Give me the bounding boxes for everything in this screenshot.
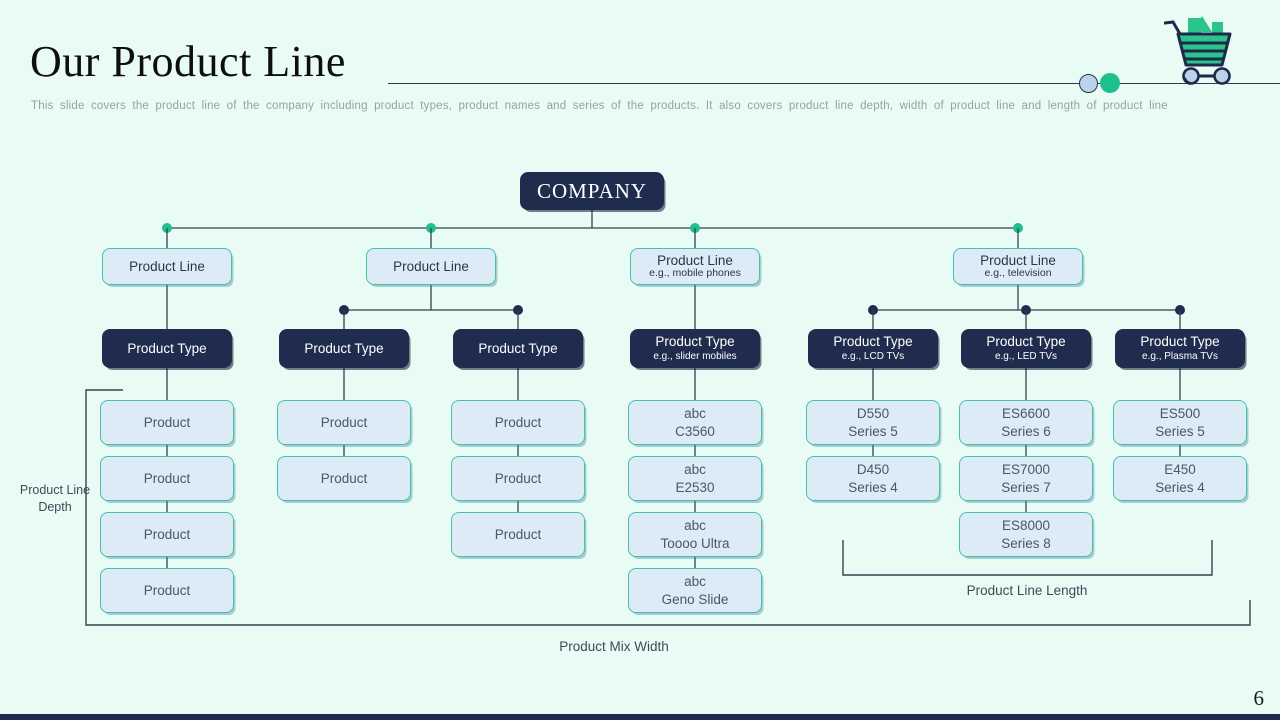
product-type-node-label: Product Type — [655, 334, 735, 350]
product-node: Product — [100, 512, 234, 557]
product-node-label: abc — [684, 405, 706, 421]
product-line-node: Product Line — [366, 248, 496, 285]
product-node-label: Series 4 — [848, 479, 898, 495]
title-rule — [388, 83, 1280, 84]
product-node-label: Toooo Ultra — [660, 535, 730, 551]
product-line-node-label: e.g., mobile phones — [649, 267, 741, 280]
product-node-label: Series 6 — [1001, 423, 1051, 439]
product-type-node-label: Product Type — [478, 340, 558, 356]
product-node-label: D550 — [856, 405, 890, 421]
company-node: COMPANY — [520, 172, 664, 210]
product-type-node-label: Product Type — [986, 334, 1066, 350]
product-node-label: D450 — [856, 461, 890, 477]
product-node: Product — [277, 456, 411, 501]
page-number: 6 — [1253, 686, 1265, 710]
product-node-label: Product — [143, 414, 191, 430]
product-node-label: abc — [684, 517, 706, 533]
depth-label: Product Line Depth — [19, 483, 91, 514]
product-node-label: abc — [684, 573, 706, 589]
product-type-node-label: Product Type — [1140, 334, 1220, 350]
product-node-label: ES8000 — [1001, 517, 1051, 533]
product-type-node-label: Product Type — [127, 340, 207, 356]
product-node: Product — [451, 512, 585, 557]
footer-bar — [0, 714, 1280, 720]
product-line-node-label: Product Line — [129, 259, 205, 274]
product-node-label: E2530 — [675, 479, 715, 495]
product-type-node-label: Product Type — [304, 340, 384, 356]
product-node: Product — [100, 456, 234, 501]
product-line-node-label: e.g., television — [984, 267, 1052, 280]
product-node-label: ES500 — [1159, 405, 1201, 421]
product-node-label: ES6600 — [1001, 405, 1051, 421]
rule-dot-blue-icon — [1079, 74, 1098, 93]
product-type-node-label: e.g., LED TVs — [994, 351, 1058, 362]
product-line-node-label: Product Line — [980, 253, 1056, 269]
product-node-label: Series 5 — [848, 423, 898, 439]
product-node-label: E450 — [1164, 461, 1196, 477]
product-node-label: Product — [320, 414, 368, 430]
product-type-node: Product Type — [453, 329, 583, 368]
product-node-label: C3560 — [675, 423, 715, 439]
product-type-node-label: e.g., LCD TVs — [841, 351, 905, 362]
product-node-label: Product — [143, 582, 191, 598]
product-node-label: Product — [494, 526, 542, 542]
line-length-label: Product Line Length — [966, 583, 1088, 598]
product-line-node-label: Product Line — [657, 253, 733, 269]
slide-subtitle: This slide covers the product line of th… — [31, 100, 1168, 112]
product-node-label: Product — [143, 526, 191, 542]
product-type-node-label: Product Type — [833, 334, 913, 350]
product-node: Product — [451, 456, 585, 501]
product-type-node-label: e.g., Plasma TVs — [1142, 351, 1218, 362]
product-node: Product — [100, 400, 234, 445]
product-node: Product — [451, 400, 585, 445]
product-type-node: Product Type — [279, 329, 409, 368]
product-node-label: Product — [494, 414, 542, 430]
product-node: Product — [100, 568, 234, 613]
product-node-label: Product — [494, 470, 542, 486]
mix-width-label: Product Mix Width — [559, 639, 669, 654]
product-node: Product — [277, 400, 411, 445]
rule-dot-green-icon — [1100, 73, 1120, 93]
product-node-label: Product — [320, 470, 368, 486]
product-type-node: Product Type — [102, 329, 232, 368]
product-node-label: Series 7 — [1001, 479, 1051, 495]
product-node-label: Product — [143, 470, 191, 486]
product-line-node: Product Line — [102, 248, 232, 285]
product-node-label: Geno Slide — [661, 591, 729, 607]
product-node-label: Series 4 — [1155, 479, 1205, 495]
shopping-cart-icon — [1164, 16, 1232, 85]
product-node-label: ES7000 — [1001, 461, 1051, 477]
product-node-label: Series 8 — [1001, 535, 1051, 551]
product-node-label: abc — [684, 461, 706, 477]
product-type-node-label: e.g., slider mobiles — [653, 351, 737, 362]
page-title: Our Product Line — [30, 37, 346, 86]
product-node-label: Series 5 — [1155, 423, 1205, 439]
product-line-node-label: Product Line — [393, 259, 469, 274]
